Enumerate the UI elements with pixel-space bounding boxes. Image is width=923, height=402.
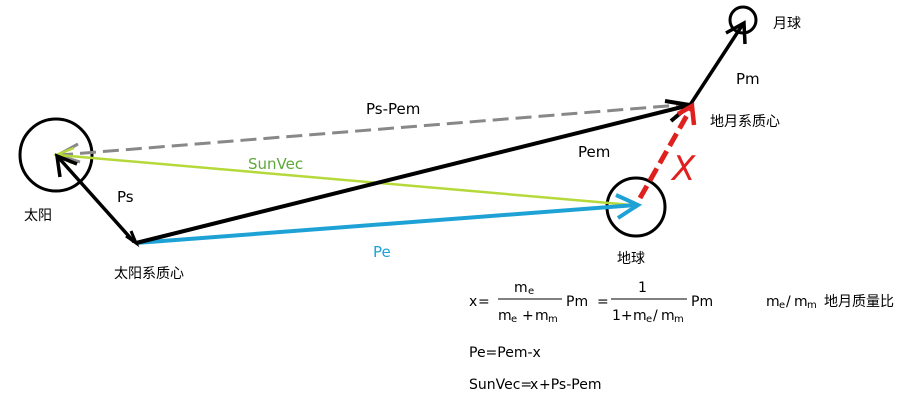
sunvec-label: SunVec xyxy=(248,155,303,173)
pe-arrowhead xyxy=(615,193,643,220)
pm-vector xyxy=(688,23,745,106)
pe-label: Pe xyxy=(373,243,391,261)
ps-arrowhead xyxy=(54,153,78,178)
frac2-den-m1: m xyxy=(633,308,647,324)
ps-pem-label: Ps-Pem xyxy=(366,100,420,118)
frac1-den-plus: + xyxy=(522,308,534,324)
sunvec-vector xyxy=(57,153,633,207)
ratio-slash: / xyxy=(786,294,791,310)
formula-pm-2: Pm xyxy=(691,294,713,310)
ps-label: Ps xyxy=(117,188,134,206)
earth-moon-barycenter-label: 地月系质心 xyxy=(710,114,780,130)
frac2-den-sub2: m xyxy=(674,314,684,325)
ratio-m2: m xyxy=(794,294,808,310)
x-label: X xyxy=(670,149,696,189)
x-vector xyxy=(637,108,693,200)
frac2-den-slash: / xyxy=(653,308,658,324)
ratio-desc: 地月质量比 xyxy=(824,294,894,310)
formula-x-lhs: x xyxy=(469,294,477,310)
pe-vector xyxy=(135,203,637,245)
sun-barycenter-label: 太阳系质心 xyxy=(114,266,184,282)
frac1-den-sub2: m xyxy=(548,314,558,325)
frac1-den-m1: m xyxy=(498,308,512,324)
frac2-num: 1 xyxy=(638,280,647,296)
pm-label: Pm xyxy=(736,70,760,88)
frac1-den-sub1: e xyxy=(511,314,517,325)
formula-sunvec-b: +Ps-Pem xyxy=(539,377,601,393)
frac2-den-m2: m xyxy=(661,308,675,324)
frac2-den-sub1: e xyxy=(646,314,652,325)
pem-vector xyxy=(135,103,691,245)
pm-arrowhead xyxy=(725,20,747,45)
moon-label: 月球 xyxy=(773,16,801,32)
frac1-num-sub: e xyxy=(528,286,534,297)
sun-circle xyxy=(18,117,94,193)
formula-sunvec-a: SunVec= xyxy=(469,377,532,393)
sun-label: 太阳 xyxy=(24,208,52,224)
formula-sunvec-x: x xyxy=(530,377,538,393)
ratio-sub2: m xyxy=(807,300,817,311)
frac2-den-oneplus: 1+ xyxy=(612,308,633,324)
formula-pm-1: Pm xyxy=(566,294,588,310)
formula-eq-1: = xyxy=(478,294,490,310)
ratio-sub1: e xyxy=(779,300,785,311)
ps-pem-vector xyxy=(59,102,693,157)
frac1-den-m2: m xyxy=(535,308,549,324)
formula-eq-2: = xyxy=(597,294,609,310)
ps-vector xyxy=(56,155,136,244)
ratio-m1: m xyxy=(766,294,780,310)
x-arrowhead xyxy=(676,102,697,126)
frac1-num-m: m xyxy=(514,280,528,296)
formula-pe-line: Pe=Pem-x xyxy=(469,345,541,361)
solar-barycenter-marker xyxy=(125,230,140,248)
earth-label: 地球 xyxy=(617,251,645,267)
pem-label: Pem xyxy=(578,143,610,161)
